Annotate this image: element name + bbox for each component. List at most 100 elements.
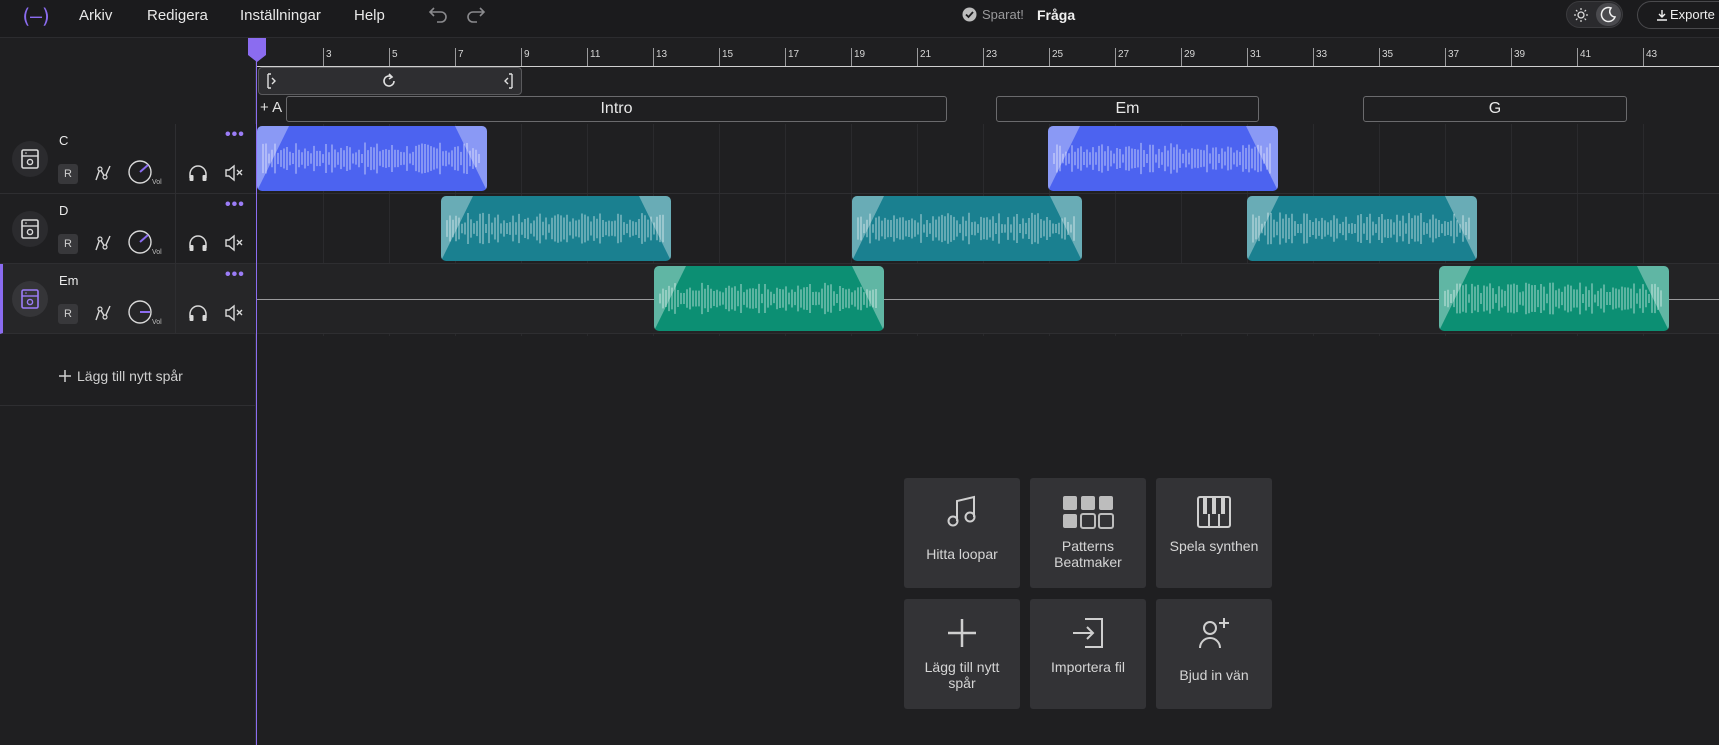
- ruler-tick-label: 23: [986, 49, 998, 60]
- piano-keys-icon: [1197, 496, 1231, 528]
- header-divider: [175, 124, 176, 194]
- track-more-button[interactable]: •••: [225, 126, 245, 143]
- audio-clip[interactable]: [257, 126, 487, 191]
- grid-line: [1577, 124, 1578, 336]
- track-instrument-button[interactable]: [12, 211, 48, 247]
- ruler-tick-label: 17: [788, 49, 800, 60]
- redo-button[interactable]: [463, 2, 487, 26]
- loop-start-icon[interactable]: [266, 73, 278, 89]
- audio-clip[interactable]: [852, 196, 1082, 261]
- track-name[interactable]: Em: [59, 273, 79, 288]
- ruler-tick-label: 15: [722, 49, 734, 60]
- solo-headphones-icon[interactable]: [188, 234, 208, 252]
- grid-line: [851, 124, 852, 336]
- ruler-tick-label: 9: [524, 49, 530, 60]
- ruler-tick: [389, 48, 390, 66]
- lane-d[interactable]: [256, 194, 1719, 264]
- theme-toggle[interactable]: [1566, 1, 1623, 28]
- import-icon: [1073, 618, 1103, 648]
- music-note-icon: [947, 495, 976, 527]
- add-track-label: Lägg till nytt spår: [77, 368, 183, 384]
- moon-icon: [1600, 6, 1617, 23]
- audio-clip[interactable]: [654, 266, 884, 331]
- ruler-tick-label: 29: [1184, 49, 1196, 60]
- grid-line: [1115, 124, 1116, 336]
- track-header-c[interactable]: C ••• R Vol: [0, 124, 256, 194]
- record-arm-button[interactable]: R: [58, 164, 78, 184]
- mute-speaker-icon[interactable]: [224, 164, 244, 182]
- track-more-button[interactable]: •••: [225, 266, 245, 283]
- card-find-loops[interactable]: Hitta loopar: [904, 478, 1020, 588]
- ruler-tick-label: 43: [1646, 49, 1658, 60]
- export-button[interactable]: Exporte: [1637, 1, 1719, 29]
- ruler-tick-label: 39: [1514, 49, 1526, 60]
- loop-toggle-icon[interactable]: [380, 72, 398, 90]
- track-name[interactable]: D: [59, 203, 69, 218]
- track-name[interactable]: C: [59, 133, 69, 148]
- track-more-button[interactable]: •••: [225, 196, 245, 213]
- audio-clip[interactable]: [1439, 266, 1669, 331]
- mute-speaker-icon[interactable]: [224, 234, 244, 252]
- track-instrument-button[interactable]: [12, 141, 48, 177]
- menu-help[interactable]: Help: [354, 7, 385, 24]
- add-section-button[interactable]: + A: [260, 99, 283, 116]
- record-arm-button[interactable]: R: [58, 304, 78, 324]
- volume-knob[interactable]: [127, 229, 153, 255]
- undo-button[interactable]: [427, 2, 451, 26]
- audio-clip[interactable]: [1048, 126, 1278, 191]
- lane-em[interactable]: [256, 264, 1719, 334]
- card-patterns-beatmaker[interactable]: Patterns Beatmaker: [1030, 478, 1146, 588]
- section-g[interactable]: G: [1363, 96, 1627, 122]
- check-circle-icon: [962, 7, 977, 22]
- ruler-tick: [983, 48, 984, 66]
- speaker-box-icon: [21, 289, 39, 309]
- grid-line: [323, 124, 324, 336]
- ruler-tick-label: 33: [1316, 49, 1328, 60]
- ruler-tick: [587, 48, 588, 66]
- divider: [0, 405, 256, 406]
- ruler-tick-label: 31: [1250, 49, 1262, 60]
- ruler-tick: [521, 48, 522, 66]
- mute-speaker-icon[interactable]: [224, 304, 244, 322]
- add-track-button[interactable]: Lägg till nytt spår: [58, 368, 183, 384]
- menu-redigera[interactable]: Redigera: [147, 7, 208, 24]
- audio-clip[interactable]: [441, 196, 671, 261]
- loop-region[interactable]: [258, 67, 522, 95]
- automation-icon[interactable]: [94, 163, 112, 183]
- loop-end-icon[interactable]: [502, 73, 514, 89]
- card-label: Spela synthen: [1169, 538, 1259, 554]
- track-header-em[interactable]: Em ••• R Vol: [0, 264, 256, 334]
- lane-c[interactable]: [256, 124, 1719, 194]
- ruler-tick: [1181, 48, 1182, 66]
- volume-knob[interactable]: [127, 299, 153, 325]
- card-import-file[interactable]: Importera fil: [1030, 599, 1146, 709]
- section-em[interactable]: Em: [996, 96, 1259, 122]
- record-arm-button[interactable]: R: [58, 234, 78, 254]
- menu-installningar[interactable]: Inställningar: [240, 7, 321, 24]
- audio-clip[interactable]: [1247, 196, 1477, 261]
- track-header-d[interactable]: D ••• R Vol: [0, 194, 256, 264]
- track-instrument-button[interactable]: [12, 281, 48, 317]
- ruler-tick: [455, 48, 456, 66]
- solo-headphones-icon[interactable]: [188, 304, 208, 322]
- card-play-synth[interactable]: Spela synthen: [1156, 478, 1272, 588]
- app-logo[interactable]: (—): [20, 4, 52, 28]
- section-intro[interactable]: Intro: [286, 96, 947, 122]
- grid-line: [1181, 124, 1182, 336]
- menu-arkiv[interactable]: Arkiv: [79, 7, 113, 24]
- volume-knob[interactable]: [127, 159, 153, 185]
- clip-waveform: [1439, 266, 1669, 331]
- volume-label: Vol: [152, 319, 162, 326]
- solo-headphones-icon[interactable]: [188, 164, 208, 182]
- card-add-new-track[interactable]: Lägg till nytt spår: [904, 599, 1020, 709]
- ruler-tick-label: 5: [392, 49, 398, 60]
- automation-icon[interactable]: [94, 303, 112, 323]
- card-invite-friend[interactable]: Bjud in vän: [1156, 599, 1272, 709]
- ruler-tick-label: 25: [1052, 49, 1064, 60]
- automation-icon[interactable]: [94, 233, 112, 253]
- project-title[interactable]: Fråga: [1037, 7, 1076, 23]
- ruler-tick: [719, 48, 720, 66]
- save-status-label: Sparat!: [982, 7, 1024, 22]
- playhead-handle[interactable]: [248, 38, 266, 64]
